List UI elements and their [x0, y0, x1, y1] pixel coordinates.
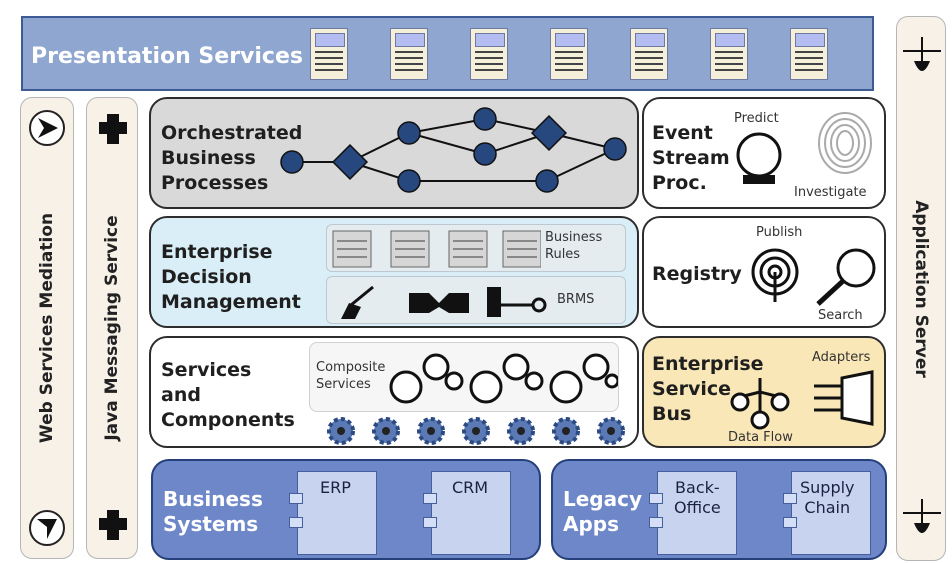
crm-label: CRM [452, 478, 489, 497]
document-icon [630, 28, 668, 80]
process-node [603, 137, 627, 161]
supply-chain-label: Supply Chain [800, 478, 855, 517]
process-flow-graph [280, 107, 627, 193]
back-office-component: Back- Office [657, 471, 737, 555]
event-stream-processing-title: Event Stream Proc. [652, 122, 730, 194]
gear-icon [327, 417, 355, 445]
crm-component: CRM [431, 471, 511, 555]
composite-services-panel: Composite Services [309, 342, 619, 412]
signing-hand-icon [341, 285, 374, 319]
event-stream-processing-block: Event Stream Proc. Predict Investigate [642, 97, 886, 209]
services-and-components-block: Services and Components Composite Servic… [149, 336, 639, 448]
connector-icon [99, 510, 127, 540]
component-tab [289, 493, 303, 504]
supply-chain-component: Supply Chain [791, 471, 871, 555]
composite-gears-icon [389, 353, 618, 404]
component-tab [423, 517, 437, 528]
gear-icon [552, 417, 580, 445]
composite-services-label: Composite Services [316, 360, 386, 392]
document-icon [550, 28, 588, 80]
enterprise-service-bus-block: Enterprise Service Bus Adapters Data Flo… [642, 336, 886, 448]
gear-icon [372, 417, 400, 445]
component-tab [649, 517, 663, 528]
presentation-services-bar: Presentation Services [21, 16, 874, 91]
data-flow-label: Data Flow [728, 430, 793, 445]
enterprise-decision-management-block: Enterprise Decision Management Business … [149, 216, 639, 328]
application-server-bar: Application Server [896, 16, 946, 561]
document-icon [310, 28, 348, 80]
registry-title: Registry [652, 263, 742, 285]
process-node [473, 142, 497, 166]
process-node [397, 169, 421, 193]
predict-label: Predict [734, 111, 779, 126]
component-tab [423, 493, 437, 504]
component-tab [783, 517, 797, 528]
shovel-icon [903, 499, 941, 533]
process-node [535, 169, 559, 193]
business-systems-block: Business Systems ERP CRM [151, 459, 541, 560]
search-label: Search [818, 308, 863, 323]
web-services-mediation-label: Web Services Mediation [37, 212, 57, 444]
arrow-circle-icon [29, 510, 65, 546]
business-rules-panel: Business Rules [326, 224, 626, 272]
rules-document-icon [332, 230, 541, 268]
web-services-mediation-bar: Web Services Mediation [20, 97, 74, 559]
enterprise-decision-management-title: Enterprise Decision Management [161, 241, 301, 313]
search-icon [816, 248, 876, 306]
process-node [473, 107, 497, 131]
shovel-icon [903, 37, 941, 71]
legacy-apps-title: Legacy Apps [563, 487, 643, 536]
erp-component: ERP [297, 471, 377, 555]
gear-icon [462, 417, 490, 445]
orchestrated-business-processes-title: Orchestrated Business Processes [161, 122, 303, 194]
component-tab [289, 517, 303, 528]
business-systems-title: Business Systems [163, 487, 263, 536]
erp-label: ERP [320, 478, 351, 497]
enterprise-service-bus-title: Enterprise Service Bus [652, 353, 764, 425]
orchestrated-business-processes-block: Orchestrated Business Processes [149, 97, 639, 209]
adapters-label: Adapters [812, 350, 871, 365]
connector-icon [99, 114, 127, 144]
key-icon [487, 287, 547, 317]
adapter-icon [814, 370, 874, 426]
handshake-icon [409, 293, 469, 313]
component-tab [783, 493, 797, 504]
presentation-services-title: Presentation Services [31, 44, 303, 69]
broadcast-icon [751, 248, 799, 302]
data-flow-icon [730, 378, 790, 430]
business-rules-label: Business Rules [545, 230, 603, 262]
decision-gateway [331, 143, 369, 181]
arrow-circle-icon [29, 110, 65, 146]
legacy-apps-block: Legacy Apps Back- Office Supply Chain [551, 459, 887, 560]
publish-label: Publish [756, 225, 803, 240]
crystal-ball-icon [736, 132, 782, 184]
investigate-label: Investigate [794, 185, 867, 200]
brms-label: BRMS [557, 292, 595, 307]
services-and-components-title: Services and Components [161, 359, 295, 431]
process-node [397, 121, 421, 145]
java-messaging-service-label: Java Messaging Service [102, 215, 122, 441]
decision-gateway [530, 114, 568, 152]
gear-icon [507, 417, 535, 445]
fingerprint-icon [818, 112, 872, 174]
document-icon [470, 28, 508, 80]
application-server-label: Application Server [911, 199, 931, 378]
component-tab [649, 493, 663, 504]
gear-icon [597, 417, 625, 445]
brms-panel: BRMS [326, 276, 626, 324]
document-icon [790, 28, 828, 80]
back-office-label: Back- Office [674, 478, 721, 517]
process-node [280, 150, 304, 174]
document-icon [710, 28, 748, 80]
document-icon [390, 28, 428, 80]
registry-block: Registry Publish Search [642, 216, 886, 328]
gear-icon [417, 417, 445, 445]
java-messaging-service-bar: Java Messaging Service [86, 97, 138, 559]
